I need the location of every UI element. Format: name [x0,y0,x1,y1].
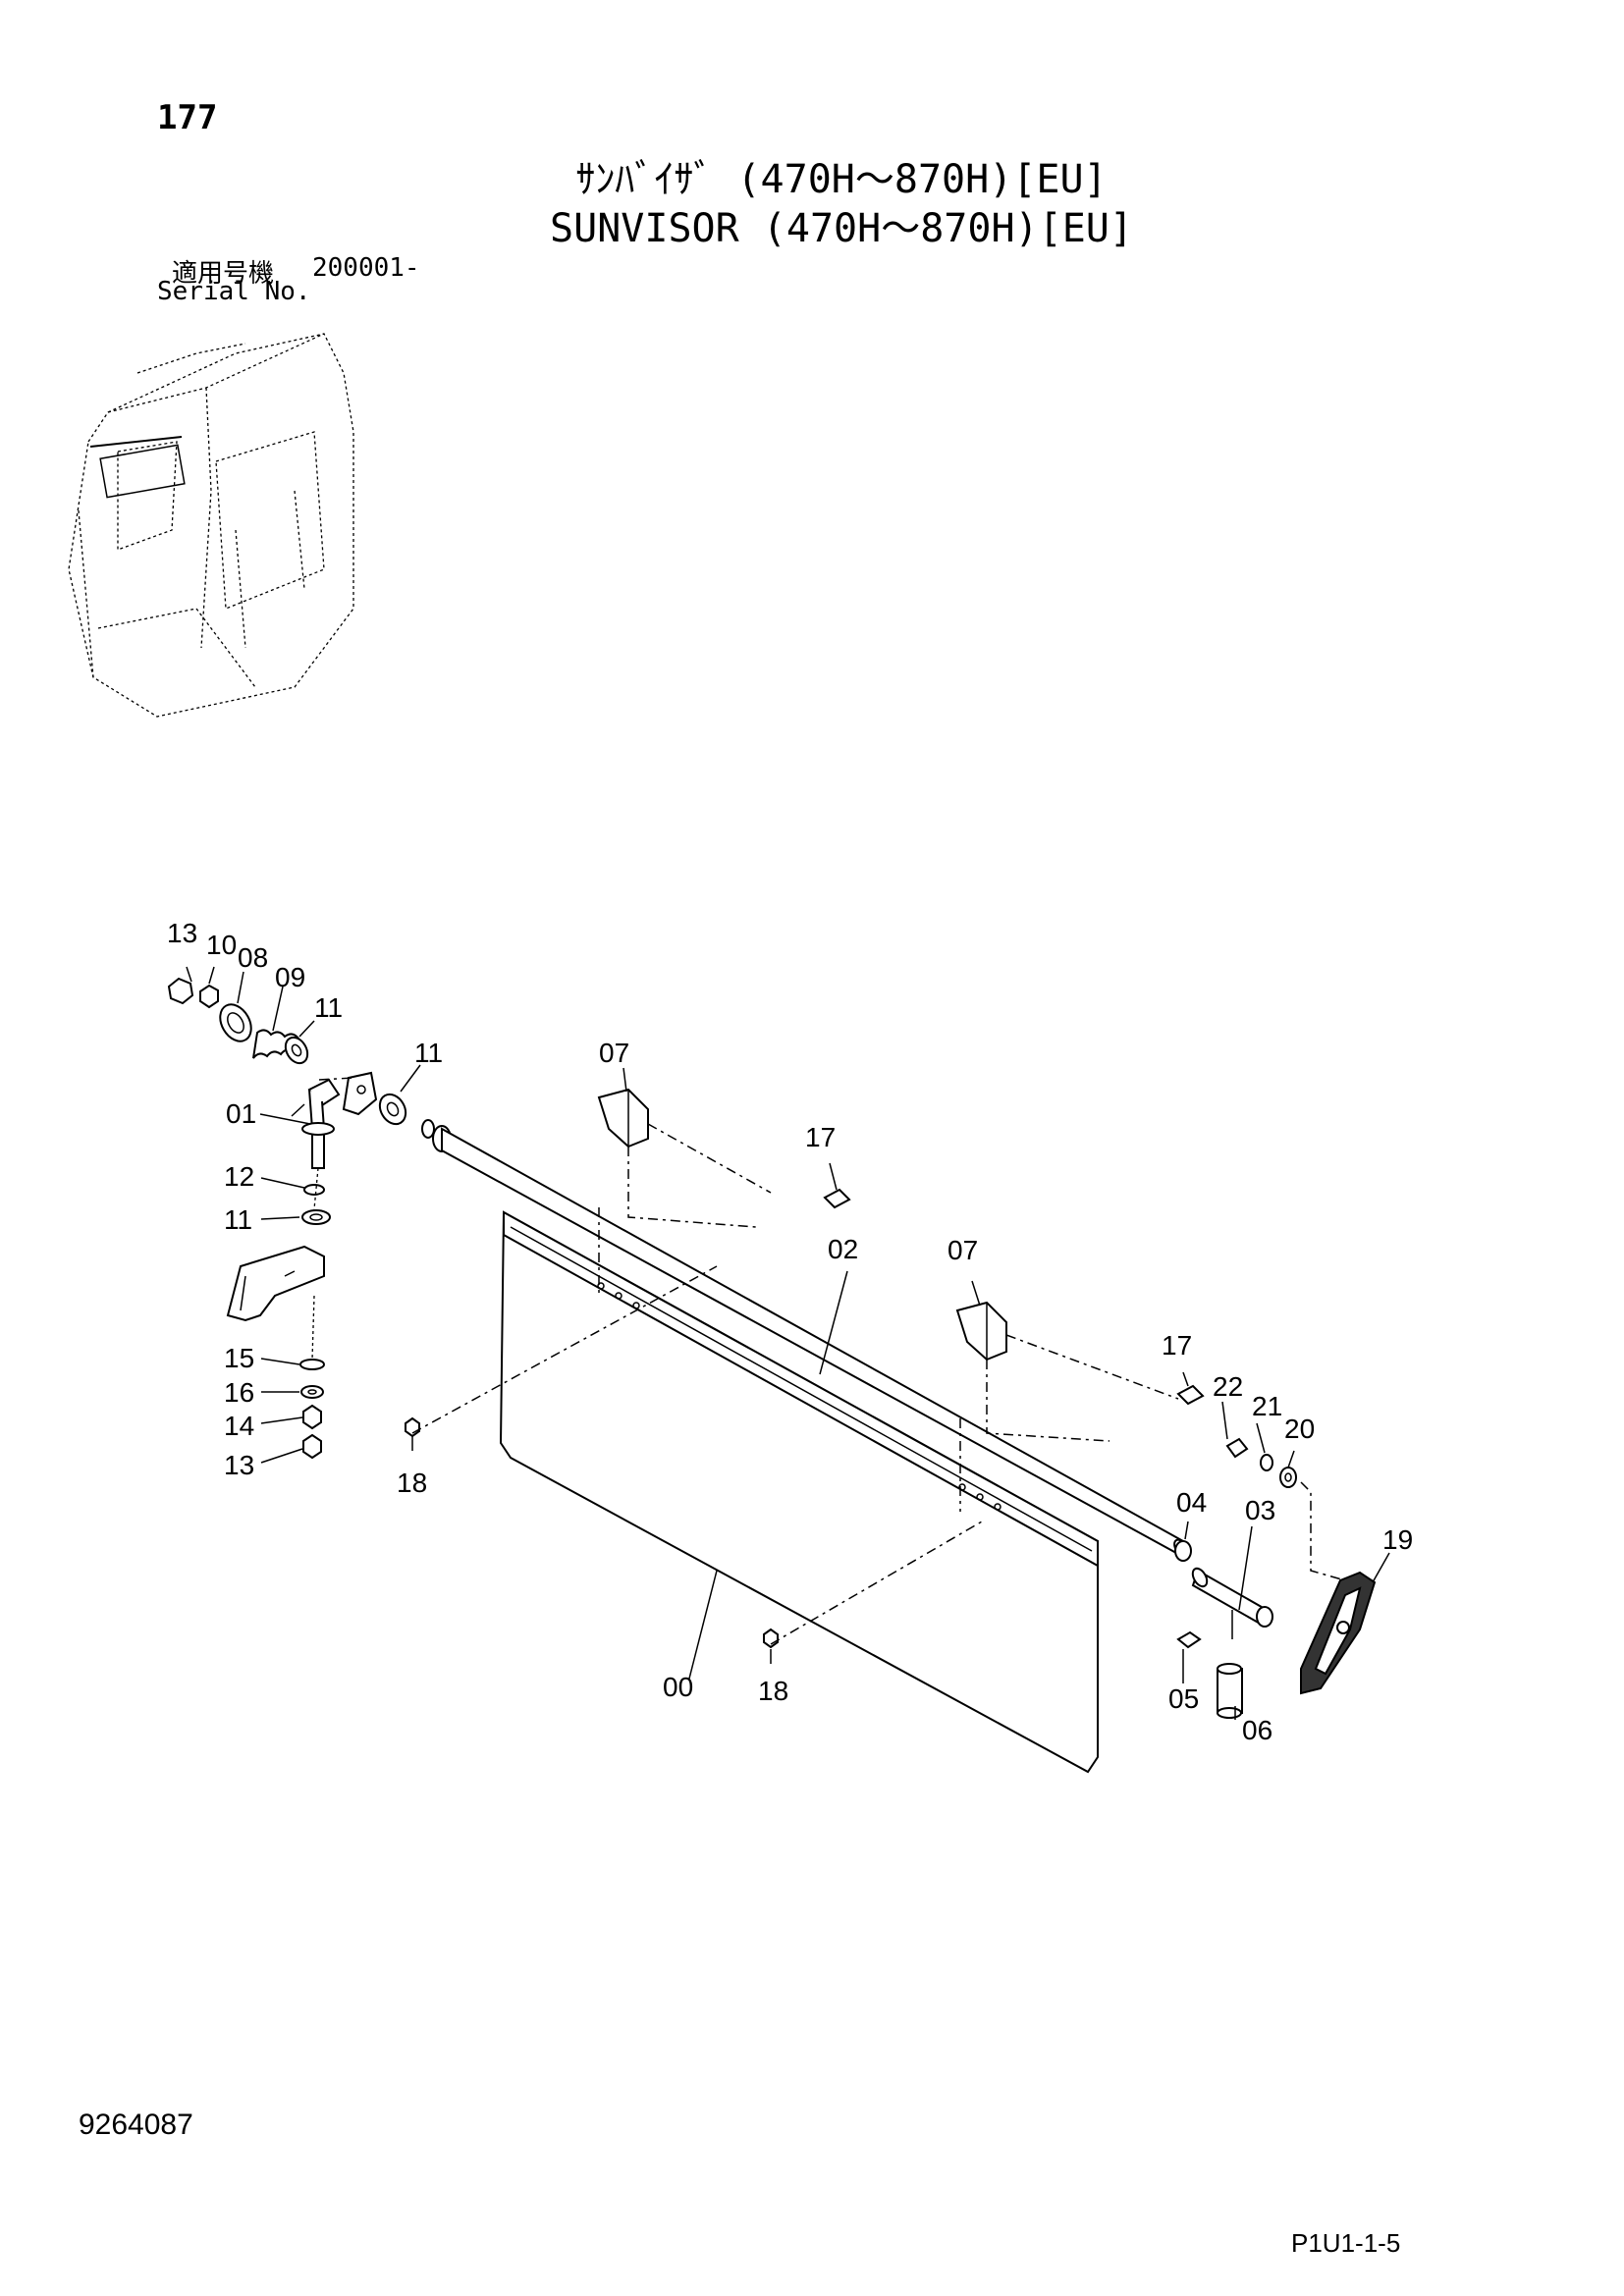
callout-04: 04 [1176,1487,1207,1518]
callout-14: 14 [224,1411,254,1441]
hardware-fasteners [405,1188,1346,1649]
serial-label-japanese: 適用号機 [172,259,275,289]
cab-overview-sketch [68,333,354,718]
callout-20: 20 [1284,1414,1315,1444]
leader-lines [186,966,1390,1720]
callout-03: 03 [1245,1495,1275,1525]
page-code: P1U1-1-5 [1291,2228,1401,2258]
bracket-07-left [597,1088,772,1296]
callout-17: 17 [1162,1330,1192,1361]
bracket-07-right [955,1301,1179,1512]
callout-13: 13 [167,918,197,948]
callout-22: 22 [1213,1371,1243,1402]
serial-number-value: 200001- [312,253,420,283]
left-hinge-assembly [167,977,407,1460]
callout-00: 00 [663,1672,693,1702]
title-english: SUNVISOR (470H～870H)[EU] [550,206,1133,251]
callout-19: 19 [1382,1524,1413,1555]
callout-18: 18 [397,1468,427,1498]
callout-07: 07 [599,1038,629,1068]
callout-17: 17 [805,1122,836,1152]
callout-11: 11 [414,1038,443,1068]
callout-16: 16 [224,1377,254,1408]
callout-08: 08 [238,942,268,973]
drawing-number: 9264087 [79,2109,193,2141]
callout-11: 11 [314,992,343,1023]
callout-06: 06 [1242,1715,1272,1745]
serial-label-english: Serial No. [157,277,311,306]
callout-labels: 13 10 08 09 11 11 01 12 11 15 16 14 13 1… [167,918,1413,1745]
callout-02: 02 [828,1234,858,1264]
callout-10: 10 [206,930,237,960]
callout-11: 11 [224,1204,252,1235]
callout-05: 05 [1168,1683,1199,1714]
callout-09: 09 [275,962,305,992]
callout-01: 01 [226,1098,256,1129]
right-side-parts [1176,1567,1377,1719]
title-japanese: ｻﾝﾊﾞｲｻﾞ (470H～870H)[EU] [575,157,1108,202]
callout-18: 18 [758,1676,788,1706]
callout-12: 12 [224,1161,254,1192]
callout-07: 07 [947,1235,978,1265]
page-number: 177 [157,98,218,137]
visor-panel-00 [499,1210,1099,1774]
callout-13: 13 [224,1450,254,1480]
callout-21: 21 [1252,1391,1282,1421]
callout-15: 15 [224,1343,254,1373]
